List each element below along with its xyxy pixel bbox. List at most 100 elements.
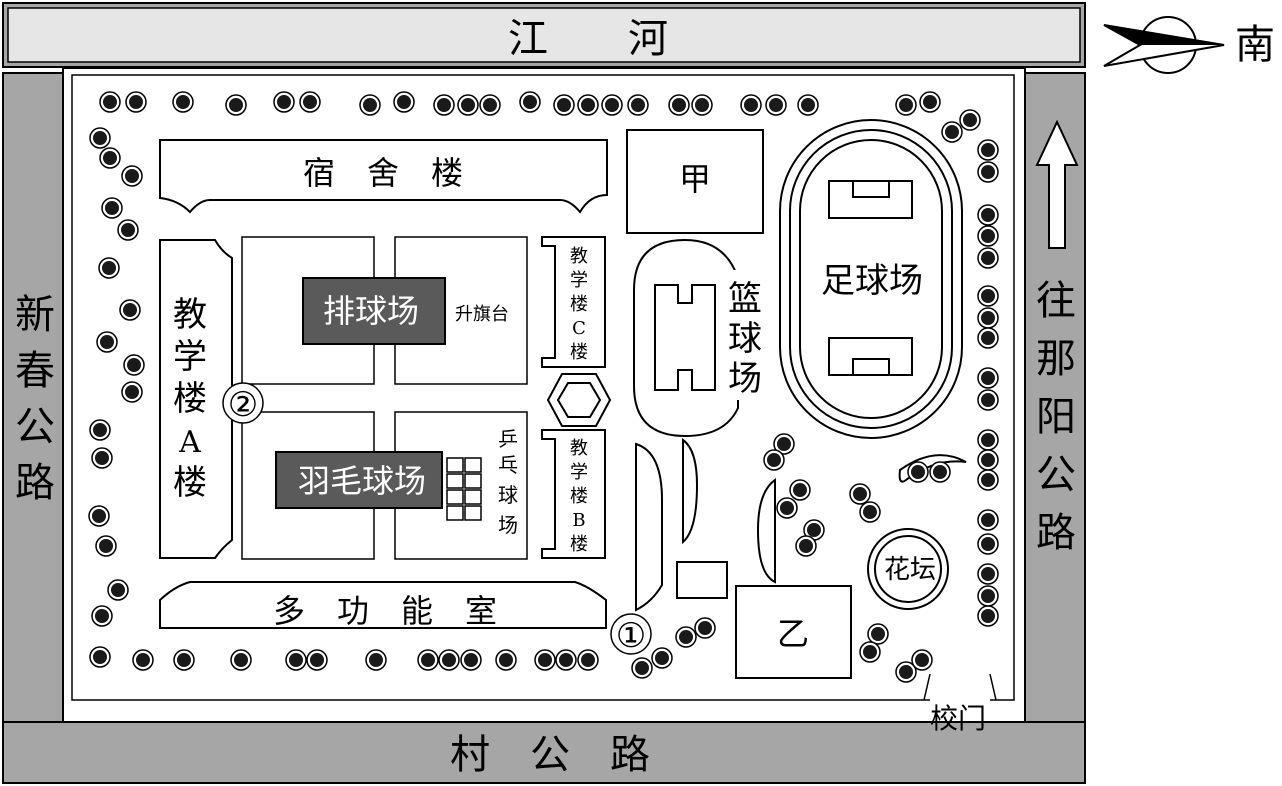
- tree-icon: [519, 91, 541, 113]
- tree-icon: [941, 121, 963, 143]
- road-west: 新 春 公 路: [2, 72, 64, 784]
- flowerbed-label: 花坛: [884, 555, 936, 585]
- tree-icon: [977, 367, 999, 389]
- teaching-c-char-3: 楼: [570, 294, 588, 315]
- tree-icon: [773, 433, 795, 455]
- west-road-char-3: 公: [15, 404, 55, 450]
- volleyball-court: [302, 277, 446, 345]
- tree-icon: [763, 449, 785, 471]
- tree-icon: [849, 483, 871, 505]
- tree-icon: [929, 461, 951, 483]
- teaching-building-b: [541, 429, 606, 559]
- tree-icon: [359, 94, 381, 116]
- pavilion-inner: [556, 382, 602, 418]
- tree-icon: [555, 649, 577, 671]
- tree-icon: [977, 509, 999, 531]
- south-road-label: 村 公 路: [450, 732, 650, 778]
- tree-icon: [460, 649, 482, 671]
- tree-icon: [977, 449, 999, 471]
- tree-icon: [172, 91, 194, 113]
- teaching-a-char-3: 楼: [173, 379, 207, 419]
- tree-icon: [911, 649, 933, 671]
- tree-icon: [675, 626, 697, 648]
- tree-icon: [765, 94, 787, 116]
- teaching-a-char-1: 教: [173, 295, 207, 335]
- tree-icon: [553, 94, 575, 116]
- teaching-building-a: [159, 239, 233, 559]
- tree-icon: [895, 661, 917, 683]
- tree-icon: [919, 91, 941, 113]
- west-road-char-4: 路: [15, 460, 55, 506]
- basketball-char-3: 场: [728, 359, 762, 399]
- tree-icon: [123, 354, 145, 376]
- teaching-a-char-5: 楼: [173, 463, 207, 503]
- tree-icon: [859, 501, 881, 523]
- east-road-char-4: 公: [1036, 452, 1076, 498]
- flagpole-label: 升旗台: [455, 304, 509, 325]
- teaching-c-char-2: 学: [570, 270, 588, 291]
- teaching-c-char-1: 教: [570, 246, 588, 267]
- tree-icon: [121, 165, 143, 187]
- tree-icon: [534, 649, 556, 671]
- tree-icon: [803, 519, 825, 541]
- west-road-char-2: 春: [15, 348, 55, 394]
- pingpong-char-4: 场: [498, 513, 518, 537]
- teaching-b-char-2: 学: [570, 462, 588, 483]
- dormitory-label: 宿 舍 楼: [303, 154, 463, 192]
- tree-icon: [96, 331, 118, 353]
- tree-icon: [776, 497, 798, 519]
- multipurpose-building: [159, 581, 607, 629]
- multipurpose-label: 多 功 能 室: [273, 592, 497, 630]
- teaching-c-char-4: C: [572, 318, 586, 339]
- tree-icon: [977, 225, 999, 247]
- building-yi: [735, 585, 852, 679]
- tree-icon: [495, 649, 517, 671]
- dormitory-building: [159, 139, 608, 214]
- building-jia-label: 甲: [679, 160, 711, 198]
- tree-icon: [601, 94, 623, 116]
- tree-icon: [306, 649, 328, 671]
- tree-icon: [577, 94, 599, 116]
- teaching-b-char-3: 楼: [570, 486, 588, 507]
- pingpong-tables: [446, 457, 482, 521]
- compass-needle-dark-icon: [1104, 25, 1224, 45]
- football-field: [779, 119, 963, 439]
- building-jia: [626, 129, 764, 234]
- tree-icon: [91, 447, 113, 469]
- teaching-c-char-5: 楼: [570, 342, 588, 363]
- tree-icon: [577, 649, 599, 671]
- tree-icon: [285, 649, 307, 671]
- road-south: 村 公 路: [2, 721, 1086, 784]
- tree-icon: [89, 646, 111, 668]
- compass: 南: [1103, 16, 1275, 74]
- marker-one-label: ①: [616, 616, 646, 656]
- tree-icon: [631, 657, 653, 679]
- marker-one: [610, 613, 652, 655]
- small-building: [676, 561, 728, 599]
- teaching-a-char-2: 学: [173, 337, 207, 377]
- tree-icon: [977, 204, 999, 226]
- tree-icon: [95, 535, 117, 557]
- tree-icon: [417, 649, 439, 671]
- teaching-b-char-5: 楼: [570, 534, 588, 555]
- tree-icon: [797, 94, 819, 116]
- tree-icon: [977, 585, 999, 607]
- tree-icon: [795, 535, 817, 557]
- tree-icon: [121, 381, 143, 403]
- direction-arrow-icon: [1035, 119, 1079, 249]
- tree-icon: [117, 219, 139, 241]
- river-label: 江 河: [508, 16, 668, 62]
- pingpong-char-1: 乒: [498, 427, 518, 451]
- tree-icon: [132, 649, 154, 671]
- tree-icon: [299, 91, 321, 113]
- tree-icon: [433, 94, 455, 116]
- tree-icon: [438, 649, 460, 671]
- tree-icon: [101, 197, 123, 219]
- tree-icon: [859, 641, 881, 663]
- teaching-a-char-4: A: [178, 425, 201, 460]
- trees: [88, 91, 999, 683]
- football-label: 足球场: [821, 261, 923, 301]
- tree-icon: [977, 429, 999, 451]
- tree-icon: [88, 505, 110, 527]
